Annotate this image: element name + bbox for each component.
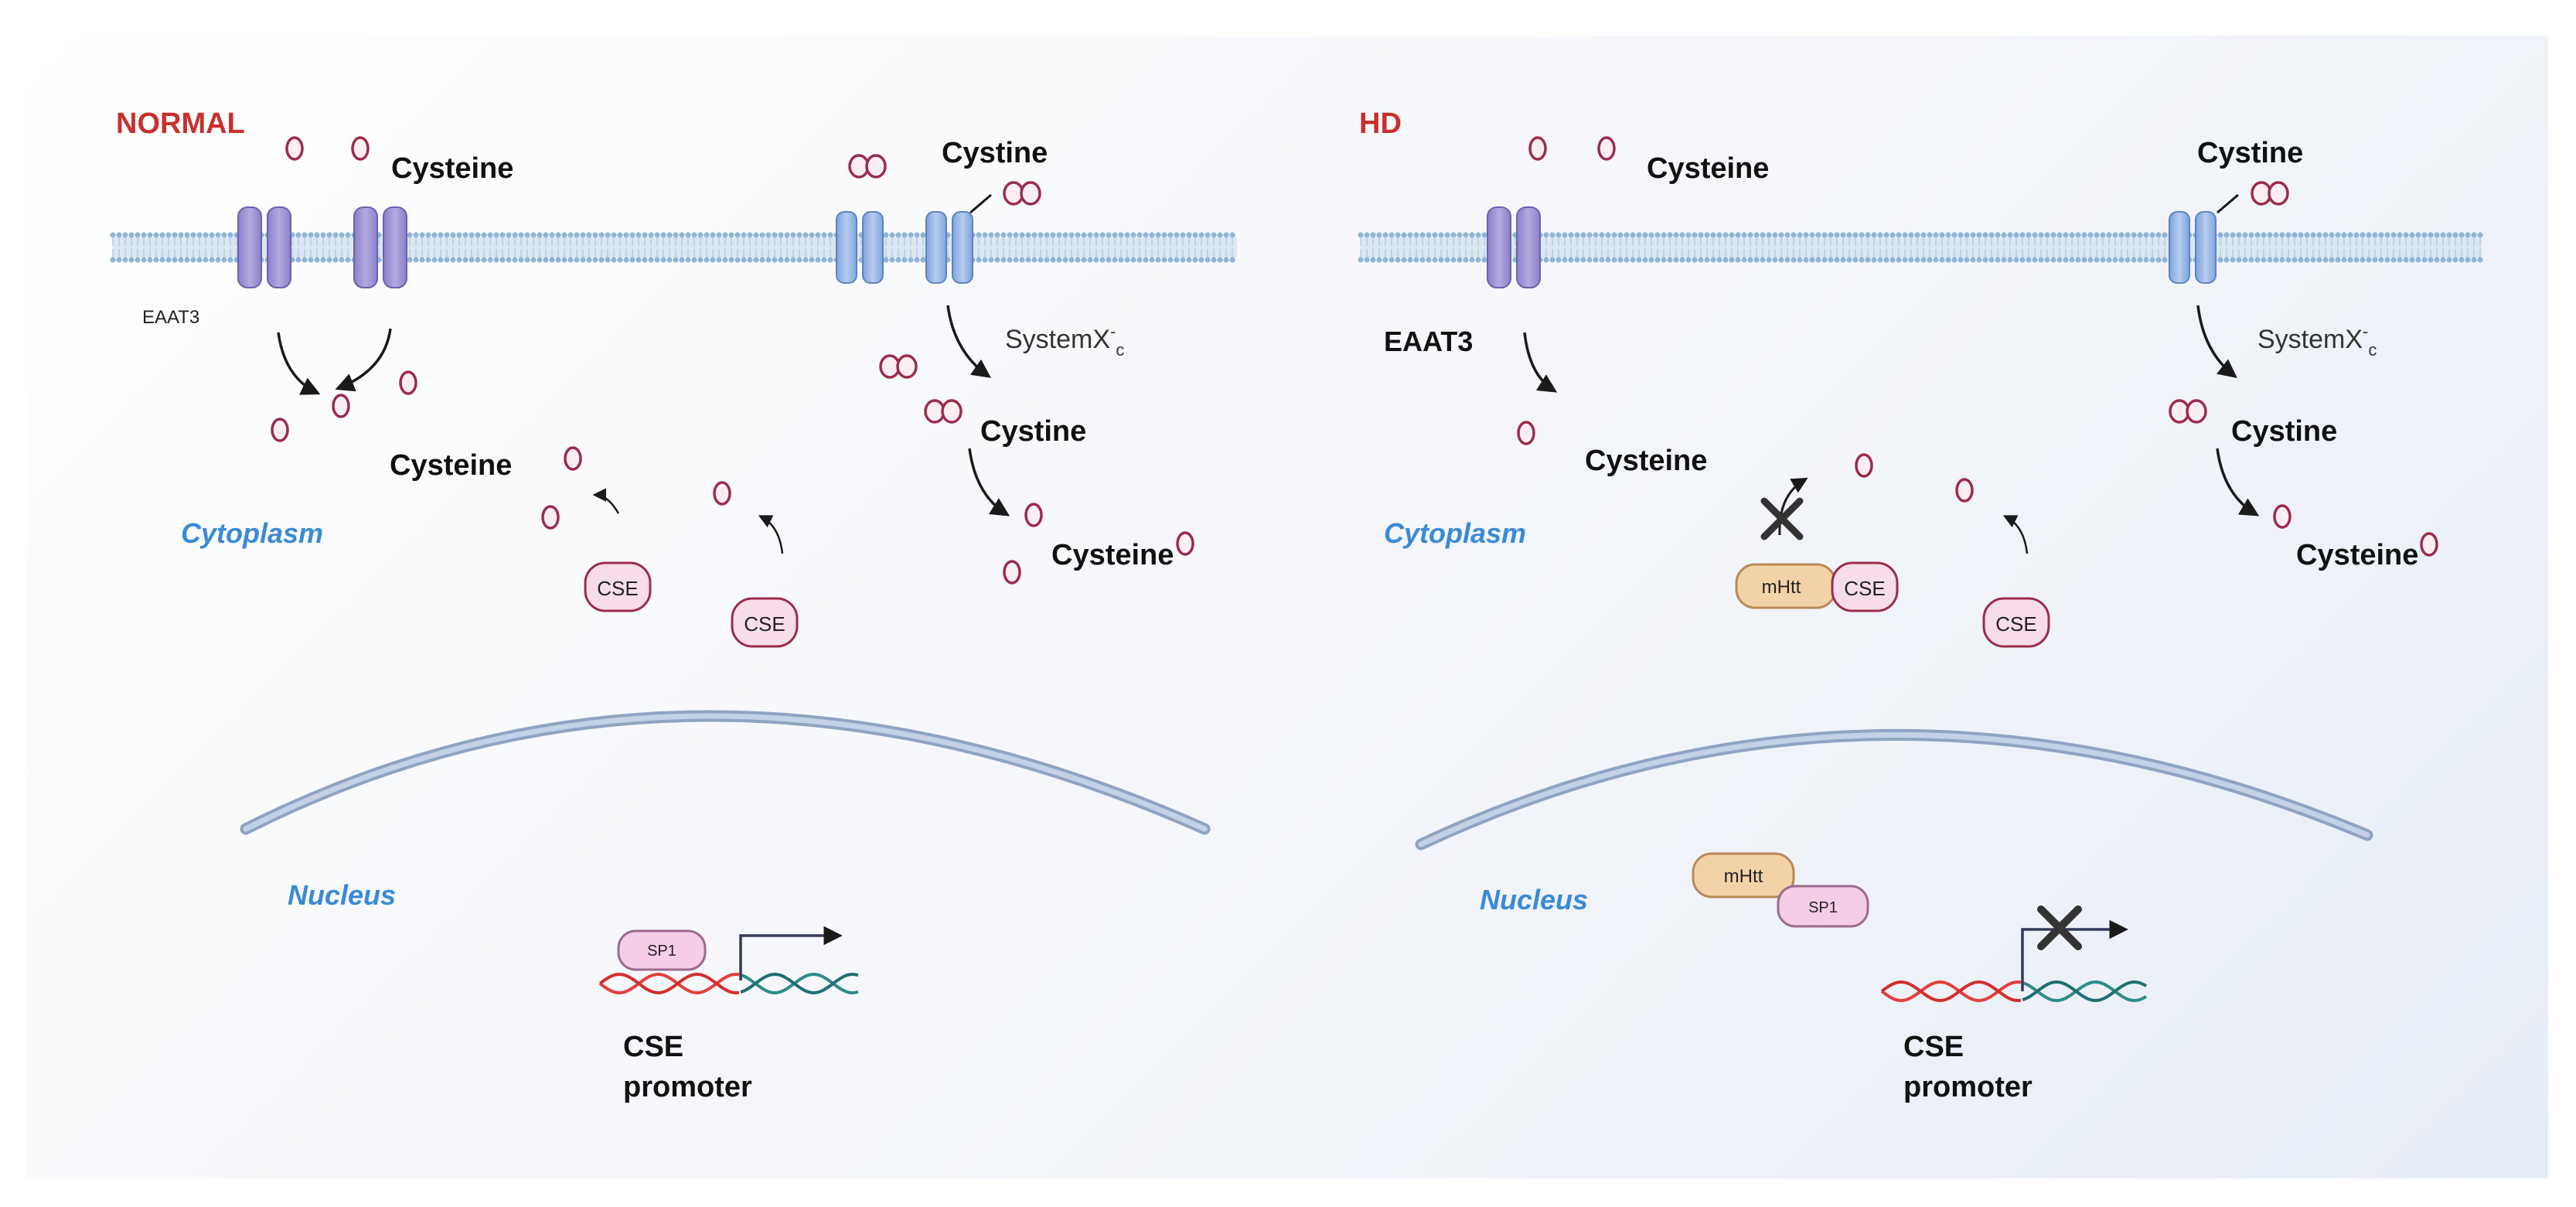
dna-normal — [598, 972, 859, 995]
transcription-arrow-normal — [739, 926, 843, 980]
nuclear-envelope-hd — [1415, 728, 2373, 851]
arrows-hd — [1523, 193, 2260, 554]
cystine-molecule — [2251, 181, 2289, 206]
systemxc-transporter — [2169, 211, 2217, 284]
eaat3-transporter — [237, 206, 291, 288]
cystine-molecule — [848, 154, 887, 179]
cysteine-intracellular-label: Cysteine — [390, 449, 512, 482]
cysteine-molecule — [1024, 503, 1043, 527]
cysteine-molecule — [2273, 504, 2291, 529]
cysteine-molecule — [1855, 453, 1873, 478]
cysteine-molecule — [399, 370, 417, 395]
cysteine-molecule — [2420, 532, 2438, 557]
nucleus-label: Nucleus — [288, 879, 396, 911]
eaat3-label: EAAT3 — [1384, 326, 1473, 357]
membrane-hd — [1358, 232, 2483, 263]
cysteine-molecule — [271, 418, 289, 442]
cystine-extracellular-label: Cystine — [942, 137, 1048, 169]
block-mark-cytoplasm — [1760, 497, 1804, 540]
nucleus-label: Nucleus — [1480, 884, 1588, 915]
cysteine-molecule — [332, 394, 350, 418]
eaat3-label: EAAT3 — [142, 307, 199, 328]
cse-label: CSE — [744, 612, 785, 636]
cysteine-molecule — [564, 446, 582, 471]
systemxc-label: SystemX-c — [2257, 322, 2377, 360]
promoter-label-line2: promoter — [623, 1071, 752, 1103]
promoter-label-line1: CSE — [1903, 1031, 1964, 1063]
cysteine-molecule — [1003, 560, 1021, 585]
cse-enzyme-2: CSE — [731, 597, 799, 648]
cysteine-molecule — [1528, 136, 1547, 161]
eaat3-transporter — [353, 206, 407, 288]
cysteine-molecule — [1955, 478, 1974, 503]
cysteine-molecule — [285, 136, 304, 161]
condition-label-normal: NORMAL — [116, 107, 245, 140]
sp1-normal: SP1 — [617, 929, 707, 971]
block-mark-promoter — [2037, 905, 2082, 950]
cystine-molecule — [1003, 181, 1041, 206]
cysteine-extracellular-label: Cysteine — [391, 152, 513, 185]
cystine-extracellular-label: Cystine — [2197, 137, 2303, 169]
dna-hd — [1880, 980, 2147, 1003]
sp1-label: SP1 — [647, 943, 676, 960]
eaat3-transporter — [1487, 206, 1541, 288]
sp1-label: SP1 — [1808, 899, 1838, 916]
cystine-molecule — [2169, 399, 2207, 424]
arrows-normal — [277, 193, 1010, 554]
mhtt-sp1-complex: mHtt SP1 — [1692, 852, 1869, 928]
cystine-intracellular-label: Cystine — [980, 415, 1086, 448]
mhtt-label: mHtt — [1724, 866, 1763, 887]
promoter-label-line2: promoter — [1903, 1071, 2033, 1103]
cysteine-molecule — [351, 136, 370, 161]
cystine-molecule — [879, 354, 918, 379]
cell-membranes — [110, 232, 2483, 263]
promoter-label-line1: CSE — [623, 1031, 683, 1063]
cysteine-product-label: Cysteine — [1051, 539, 1174, 571]
molecules — [271, 136, 2438, 585]
mhtt-cse-complex: mHtt CSE — [1735, 561, 1899, 612]
condition-label-hd: HD — [1359, 107, 1402, 140]
cysteine-extracellular-label: Cysteine — [1647, 152, 1769, 185]
cse-enzyme-hd: CSE — [1982, 597, 2050, 648]
cse-label: CSE — [1995, 612, 2036, 636]
cysteine-molecule — [713, 481, 731, 506]
cytoplasm-label: Cytoplasm — [181, 517, 323, 549]
cytoplasm-label: Cytoplasm — [1384, 517, 1526, 549]
cysteine-molecule — [541, 505, 560, 530]
nuclear-envelope-normal — [240, 710, 1211, 835]
cysteine-molecule — [1597, 136, 1616, 161]
figure-panel — [26, 36, 2548, 1178]
cysteine-molecule — [1517, 421, 1535, 445]
systemxc-transporter — [925, 211, 973, 284]
cystine-molecule — [924, 399, 963, 424]
mhtt-label: mHtt — [1762, 577, 1801, 598]
systemxc-label: SystemX-c — [1005, 322, 1124, 360]
cse-enzyme-1: CSE — [584, 561, 652, 612]
transcription-arrow-hd — [2021, 919, 2128, 991]
cse-label: CSE — [597, 577, 638, 600]
cystine-intracellular-label: Cystine — [2231, 415, 2337, 448]
cysteine-molecule — [1176, 531, 1194, 556]
cysteine-intracellular-label: Cysteine — [1585, 445, 1707, 477]
cse-label: CSE — [1844, 577, 1885, 600]
systemxc-transporter — [836, 211, 884, 284]
cysteine-product-label: Cysteine — [2296, 539, 2418, 571]
